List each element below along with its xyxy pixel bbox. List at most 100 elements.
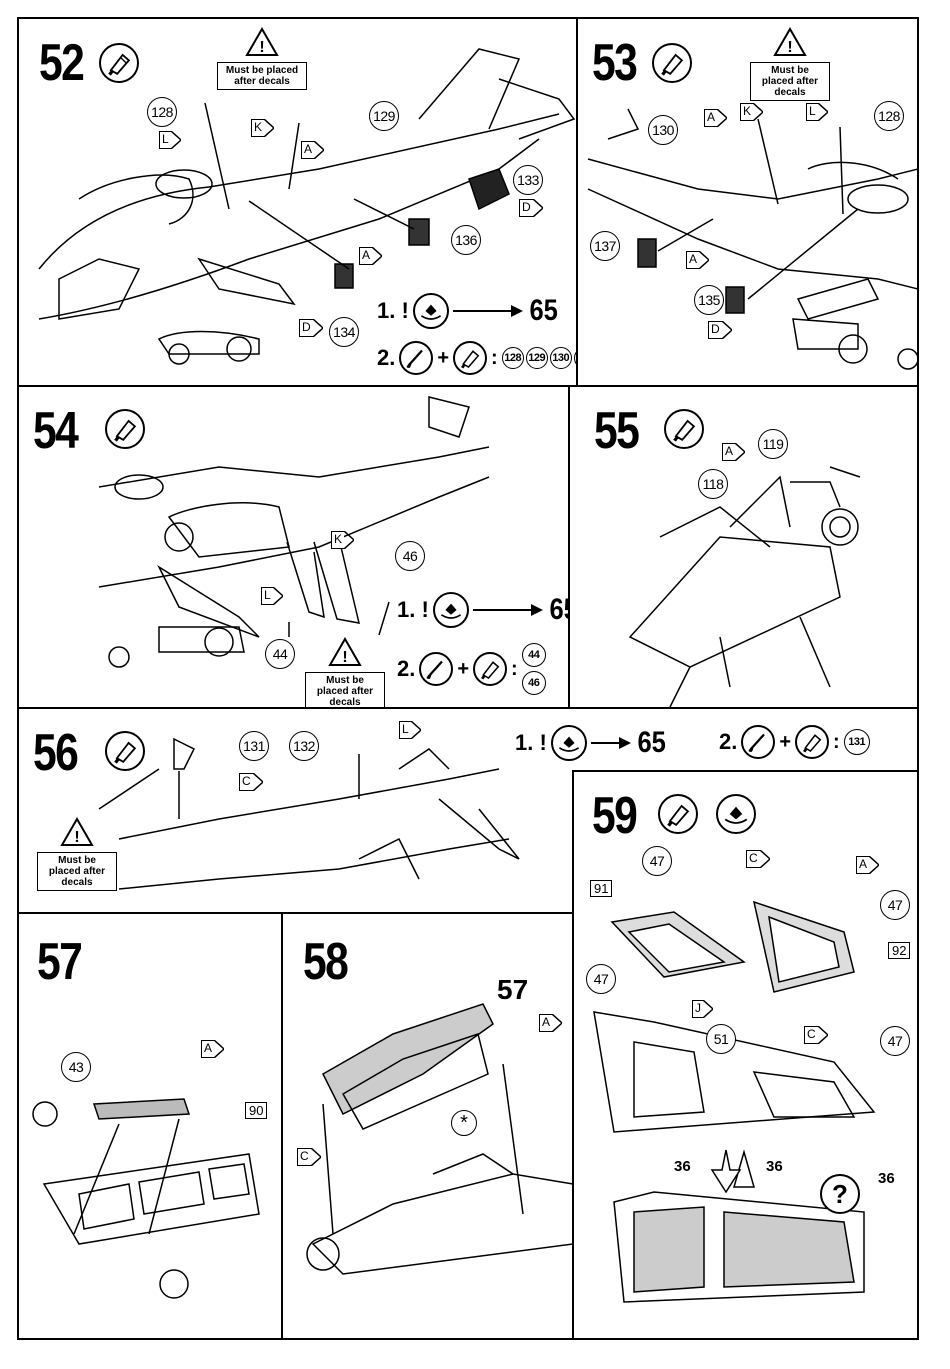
part-ref: 130 — [549, 347, 572, 369]
sprue-tag-D: D — [708, 321, 732, 339]
part-47: 47 — [642, 846, 672, 876]
canopy-part-90: 90 — [245, 1102, 268, 1119]
part-ref: 131 — [843, 729, 870, 755]
part-ref: 128 — [501, 347, 524, 369]
question-mark: ? — [820, 1174, 860, 1214]
instruction-1: 1. ! 65 — [515, 725, 668, 761]
step-52-panel: 52 ! Must be placed after decals 12 — [17, 17, 578, 387]
glue-tube-icon — [658, 794, 698, 834]
sprue-tag-A: A — [704, 109, 728, 127]
part-44: 44 — [265, 639, 295, 669]
sprue-tag-C: C — [746, 850, 770, 868]
step-55-panel: 55 119 118 A — [568, 385, 919, 709]
part-ref: 129 — [525, 347, 548, 369]
part-ref: 46 — [521, 671, 546, 695]
sprue-tag-L: L — [806, 103, 828, 121]
sprue-tag-A-2: A — [686, 251, 710, 269]
warning-triangle-icon: ! — [773, 26, 807, 56]
window-part-91: 91 — [590, 880, 613, 897]
canopy-frame-illustration — [32, 1098, 260, 1299]
instruction-1: 1. ! 65 — [397, 592, 570, 628]
step-number: 57 — [37, 933, 83, 991]
glue-tube-icon — [105, 731, 145, 771]
glue-tube-icon — [652, 43, 692, 83]
warning-note: ! Must be placed after decals — [217, 26, 307, 90]
arrow-icon — [590, 737, 631, 749]
glue-tube-icon — [664, 409, 704, 449]
sprue-tag-C-2: C — [804, 1026, 828, 1044]
instruction-prefix: 2. — [719, 729, 738, 754]
sprue-tag-C: C — [297, 1148, 321, 1166]
instruction-prefix: 1. ! — [515, 730, 547, 755]
part-ref: 44 — [521, 643, 546, 667]
part-47-c: 47 — [586, 964, 616, 994]
step-53-panel: 53 ! Must be placed after decals 130 128… — [576, 17, 919, 387]
decal-water-icon — [412, 293, 449, 329]
paint-brush-icon — [419, 652, 454, 686]
part-128: 128 — [874, 101, 904, 131]
target-step: 65 — [549, 593, 570, 626]
part-129: 129 — [369, 101, 399, 131]
decal-water-icon — [550, 725, 587, 761]
window-part-92: 92 — [888, 942, 911, 959]
instruction-2: 2. + : 44 46 — [397, 643, 546, 695]
step-number: 59 — [592, 787, 638, 845]
decal-water-icon — [716, 794, 756, 834]
paint-brush-icon — [399, 341, 434, 375]
sprue-tag-A: A — [856, 856, 880, 874]
warning-text: Must be placed after decals — [217, 62, 307, 90]
glue-tube-icon — [453, 341, 488, 375]
part-130: 130 — [648, 115, 678, 145]
target-step: 65 — [529, 294, 558, 327]
sprue-tag-J: J — [692, 1000, 713, 1018]
svg-text:!: ! — [74, 829, 79, 846]
part-134: 134 — [329, 317, 359, 347]
sprue-tag-C: C — [239, 773, 263, 791]
svg-text:!: ! — [259, 39, 264, 56]
warning-triangle-icon: ! — [60, 816, 94, 846]
part-119: 119 — [758, 429, 788, 459]
sprue-tag-L: L — [159, 131, 181, 149]
helicopter-tail-illustration — [38, 48, 576, 365]
warning-triangle-icon: ! — [328, 636, 362, 666]
warning-text: Must be placed after decals — [750, 62, 830, 101]
step-number: 52 — [39, 34, 85, 92]
sprue-tag-K: K — [740, 103, 764, 121]
arrow-icon — [472, 604, 543, 616]
warning-triangle-icon: ! — [245, 26, 279, 56]
step-number: 58 — [303, 933, 349, 991]
part-36-a: 36 — [674, 1158, 691, 1175]
instruction-prefix: 2. — [377, 345, 396, 370]
sprue-tag-A: A — [722, 443, 746, 461]
warning-text: Must be placed after decals — [305, 672, 385, 707]
step-58-panel: 58 57 * A C — [281, 912, 578, 1340]
step-number: 56 — [33, 724, 79, 782]
decal-water-icon — [432, 592, 469, 628]
part-118: 118 — [698, 469, 728, 499]
part-36-b: 36 — [766, 1158, 783, 1175]
cockpit-windows-illustration — [593, 900, 876, 1303]
instruction-prefix: 2. — [397, 656, 416, 681]
sprue-tag-K: K — [331, 531, 355, 549]
part-137: 137 — [590, 231, 620, 261]
step-number: 55 — [594, 402, 640, 460]
warning-note: ! Must be placed after decals — [750, 26, 830, 101]
glue-tube-icon — [795, 725, 830, 759]
rotor-mast-illustration — [628, 466, 861, 707]
star-mark: * — [451, 1110, 477, 1136]
instruction-2: 2. + : 128 129 130 133 — [377, 341, 576, 375]
sprue-tag-L: L — [261, 587, 283, 605]
part-46: 46 — [395, 541, 425, 571]
part-132: 132 — [289, 731, 319, 761]
step-57-panel: 57 43 90 A — [17, 912, 283, 1340]
step-59-panel: 59 47 47 47 47 51 91 92 C A J C 36 36 36… — [572, 770, 919, 1340]
cockpit-illustration — [306, 1003, 574, 1275]
part-131: 131 — [239, 731, 269, 761]
step-number: 53 — [592, 34, 638, 92]
glue-tube-icon — [105, 409, 145, 449]
helicopter-body-illustration — [98, 396, 490, 668]
fuselage-illustration — [98, 737, 520, 890]
warning-note: ! Must be placed after decals — [37, 816, 117, 891]
step-54-panel: 54 46 44 K L ! Must be placed after deca… — [17, 385, 572, 709]
sprue-tag-L: L — [399, 721, 421, 739]
